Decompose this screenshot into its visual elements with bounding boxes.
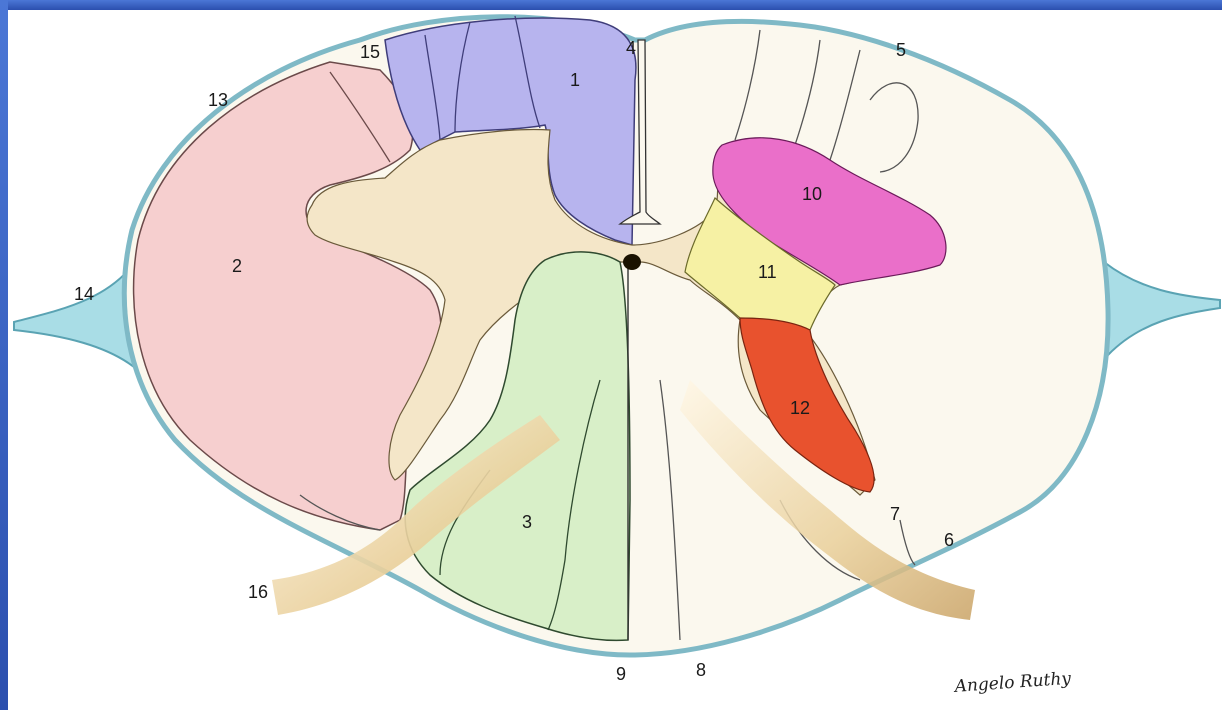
label-5: 5 [896,40,906,60]
right-denticulate-ligament [1104,262,1220,355]
label-15: 15 [360,42,380,62]
label-9: 9 [616,664,626,684]
label-4: 4 [626,38,636,58]
label-8: 8 [696,660,706,680]
label-12: 12 [790,398,810,418]
label-14: 14 [74,284,94,304]
left-denticulate-ligament [14,258,140,372]
label-2: 2 [232,256,242,276]
label-3: 3 [522,512,532,532]
label-11: 11 [758,262,777,282]
label-7: 7 [890,504,900,524]
central-canal [623,254,641,270]
label-6: 6 [944,530,954,550]
label-10: 10 [802,184,822,204]
frame-left-band [0,0,8,710]
frame-top-band [0,0,1222,10]
label-13: 13 [208,90,228,110]
artist-signature: Angelo Ruthy [952,669,1072,697]
label-1: 1 [570,70,580,90]
label-16: 16 [248,582,268,602]
